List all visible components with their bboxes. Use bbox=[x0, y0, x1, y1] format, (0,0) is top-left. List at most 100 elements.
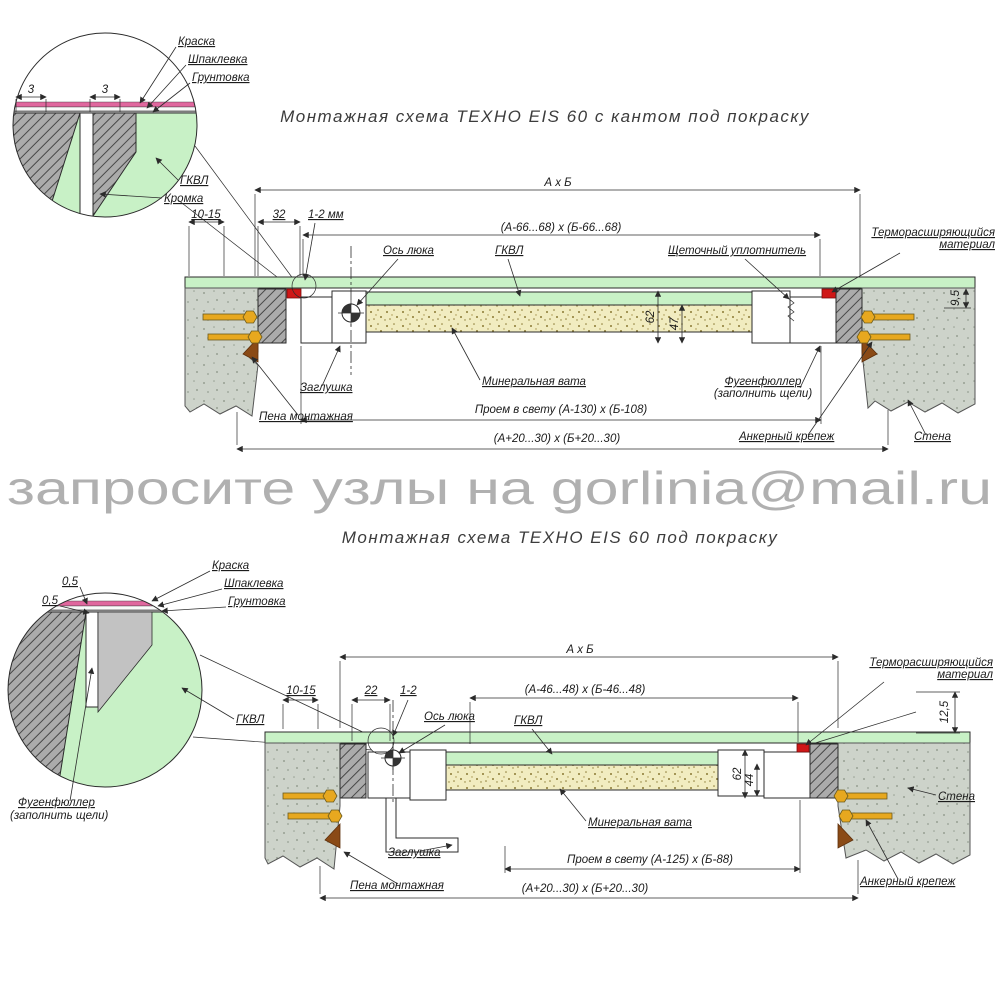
putty-layer bbox=[13, 106, 197, 112]
label-gkvl-detail: ГКВЛ bbox=[180, 175, 208, 187]
frame-right-profile bbox=[789, 296, 837, 344]
hinge-axis-symbol-2 bbox=[381, 746, 405, 770]
dim-gap: 10-15 bbox=[191, 209, 221, 221]
bottom-main-section bbox=[264, 700, 971, 870]
label-anchor: Анкерный крепеж bbox=[738, 431, 835, 443]
dim-clear-opening: Проем в свету (А-130) х (Б-108) bbox=[475, 404, 648, 416]
dim-32: 32 bbox=[273, 209, 286, 221]
top-diagram: Монтажная схема ТЕХНО EIS 60 с кантом по… bbox=[12, 32, 996, 453]
frame-right bbox=[835, 288, 863, 344]
bottom-title: Монтажная схема ТЕХНО EIS 60 под покраск… bbox=[342, 528, 778, 547]
dim-62: 62 bbox=[645, 310, 657, 323]
label-thermo-1-b: Терморасширяющийся bbox=[869, 657, 993, 669]
dim-outer-2: (А+20...30) х (Б+20...30) bbox=[522, 883, 649, 895]
label-mineral-wool: Минеральная вата bbox=[482, 376, 586, 388]
dim-22: 22 bbox=[364, 685, 378, 697]
label-gkvl-main: ГКВЛ bbox=[495, 245, 523, 257]
label-hatch-axis-2: Ось люка bbox=[424, 711, 475, 723]
detail-indicator-circle-2 bbox=[367, 727, 395, 755]
bottom-detail-circle: 0,5 0,5 Краска Шпаклевка Грунтовка ГКВЛ … bbox=[7, 560, 373, 822]
label-plug: Заглушка bbox=[300, 382, 352, 394]
detail2-dim-05a: 0,5 bbox=[62, 576, 79, 588]
thermo-seal-right-2 bbox=[796, 743, 810, 753]
foam-corner-left-2 bbox=[324, 822, 341, 849]
dim-44: 44 bbox=[744, 774, 756, 787]
detail2-circle-outline bbox=[7, 592, 203, 788]
label-edge: Кромка bbox=[164, 193, 203, 205]
hinge-arm bbox=[385, 797, 459, 853]
dim-12-5: 12,5 bbox=[939, 700, 951, 723]
label-fugen-1: Фугенфюллер bbox=[725, 376, 803, 388]
brush-seal bbox=[787, 297, 795, 322]
dim-axb: А х Б bbox=[543, 177, 572, 189]
watermark-text: запросите узлы на gorlinia@mail.ru bbox=[7, 462, 992, 514]
label-thermo-2-b: материал bbox=[937, 669, 993, 681]
door-cap-right bbox=[751, 290, 791, 344]
dim-9-5: 9,5 bbox=[950, 289, 962, 306]
door-gkvl-board-2 bbox=[445, 751, 719, 766]
frame-right-profile-2 bbox=[763, 751, 811, 799]
label-fugen-detail-2: (заполнить щели) bbox=[10, 810, 108, 822]
thermo-seal-right bbox=[821, 288, 837, 299]
frame-left-2 bbox=[339, 743, 367, 799]
label-wall-2: Стена bbox=[938, 791, 975, 803]
anchor-bolts-left bbox=[202, 310, 263, 344]
label-anchor-2: Анкерный крепеж bbox=[859, 876, 956, 888]
mineral-wool-2 bbox=[445, 764, 719, 791]
label-hatch-axis: Ось люка bbox=[383, 245, 434, 257]
ceiling-gkvl-strip-2 bbox=[264, 731, 971, 744]
label-paint-2: Краска bbox=[212, 560, 249, 572]
dim-clear-opening-2: Проем в свету (А-125) х (Б-88) bbox=[567, 854, 733, 866]
thermo-seal-left bbox=[286, 288, 302, 299]
label-primer: Грунтовка bbox=[192, 72, 250, 84]
label-brush-seal: Щеточный уплотнитель bbox=[668, 245, 806, 257]
top-title: Монтажная схема ТЕХНО EIS 60 с кантом по… bbox=[280, 107, 810, 126]
dim-outer: (А+20...30) х (Б+20...30) bbox=[494, 433, 621, 445]
detail-joint-gap bbox=[79, 112, 94, 217]
frame-right-2 bbox=[809, 743, 839, 799]
hinge-axis-symbol bbox=[338, 300, 364, 326]
label-thermo-2: материал bbox=[939, 239, 995, 251]
bottom-dimensions: А х Б (А-46...48) х (Б-46...48) 10-15 22… bbox=[282, 644, 994, 902]
detail-circle-outline bbox=[12, 32, 198, 218]
paint-layer-2 bbox=[8, 600, 202, 607]
putty-layer-2 bbox=[8, 605, 202, 611]
dim-1-2-b: 1-2 bbox=[400, 685, 417, 697]
paint-layer bbox=[13, 101, 197, 108]
mineral-wool bbox=[365, 304, 753, 333]
wall-left-2 bbox=[264, 742, 341, 870]
door-cap-left-2 bbox=[409, 749, 447, 801]
label-putty-2: Шпаклевка bbox=[224, 578, 283, 590]
top-dimensions: А х Б (А-66...68) х (Б-66...68) 10-15 32… bbox=[188, 177, 996, 453]
label-foam: Пена монтажная bbox=[259, 411, 353, 423]
primer-layer-2 bbox=[8, 609, 202, 613]
dim-frame-2: (А-46...48) х (Б-46...48) bbox=[525, 684, 646, 696]
bottom-diagram: Монтажная схема ТЕХНО EIS 60 под покраск… bbox=[7, 528, 994, 902]
detail-dim-3b: 3 bbox=[102, 84, 109, 96]
detail2-dim-05b: 0,5 bbox=[42, 595, 59, 607]
label-fugen-detail-1: Фугенфюллер bbox=[18, 797, 96, 809]
label-gkvl-detail-2: ГКВЛ bbox=[236, 714, 264, 726]
anchor-bolts-right-2 bbox=[833, 789, 893, 823]
dim-frame: (А-66...68) х (Б-66...68) bbox=[501, 222, 622, 234]
ceiling-gkvl-strip bbox=[184, 276, 976, 289]
door-gkvl-board bbox=[365, 291, 753, 306]
dim-axb-2: А х Б bbox=[565, 644, 594, 656]
top-detail-circle: 3 3 Краска Шпаклевка Грунтовка ГКВЛ Кром… bbox=[12, 32, 296, 292]
top-main-section bbox=[184, 246, 976, 417]
foam-corner-left bbox=[242, 336, 259, 363]
wall-right-2 bbox=[837, 742, 971, 865]
dim-62-b: 62 bbox=[732, 767, 744, 780]
label-primer-2: Грунтовка bbox=[228, 596, 286, 608]
frame-left bbox=[257, 288, 287, 344]
anchor-bolts-left-2 bbox=[282, 789, 343, 823]
label-foam-2: Пена монтажная bbox=[350, 880, 444, 892]
label-putty: Шпаклевка bbox=[188, 54, 247, 66]
label-paint: Краска bbox=[178, 36, 215, 48]
label-wall: Стена bbox=[914, 431, 951, 443]
label-fugen-2: (заполнить щели) bbox=[714, 388, 812, 400]
frame-left-profile bbox=[300, 296, 333, 344]
primer-layer bbox=[13, 110, 197, 114]
